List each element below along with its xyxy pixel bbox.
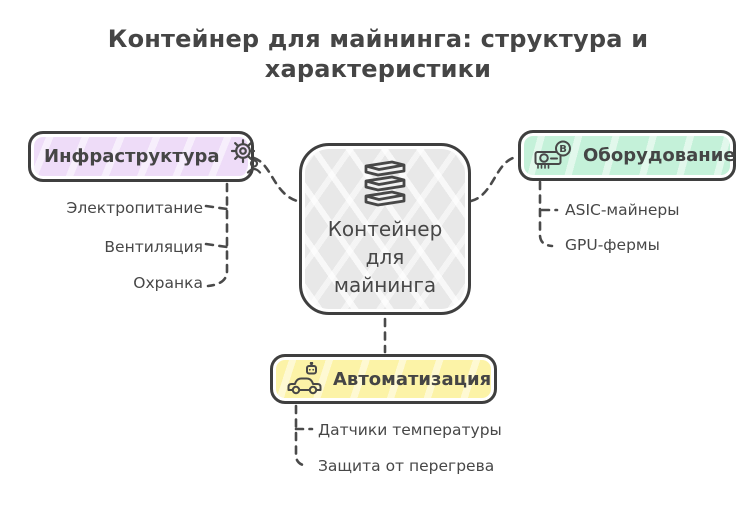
container-stack-icon <box>364 160 406 207</box>
connector-equipment-children <box>538 180 554 248</box>
leaf-overheat-protection[interactable]: Защита от перегрева <box>318 457 495 475</box>
connector-infrastructure-children <box>206 182 229 288</box>
leaf-ventilation[interactable]: Вентиляция <box>104 238 203 256</box>
leaf-gpu-farms[interactable]: GPU-фермы <box>565 236 660 254</box>
connector-automation-children <box>294 404 310 468</box>
connector-stub-ventilation <box>204 242 229 249</box>
leaf-electric-power[interactable]: Электропитание <box>66 199 203 217</box>
branch-equipment-label: Оборудование <box>583 145 736 166</box>
page-title: Контейнер для майнинга: структура и хара… <box>107 25 649 83</box>
central-label-line: Контейнер <box>327 217 443 241</box>
central-label-line: для <box>365 245 405 269</box>
branch-automation[interactable]: Автоматизация <box>270 354 497 404</box>
branch-infrastructure[interactable]: Инфраструктура <box>28 131 261 182</box>
gear-person-icon <box>230 139 261 174</box>
central-label-line: майнинга <box>333 273 437 297</box>
leaf-temperature-sensors[interactable]: Датчики температуры <box>318 421 502 439</box>
gpu-bitcoin-icon: B <box>534 140 571 169</box>
central-node[interactable]: Контейнер для майнинга <box>299 143 471 315</box>
leaf-security[interactable]: Охранка <box>133 274 203 292</box>
connector-center-equipment <box>469 155 518 203</box>
branch-equipment[interactable]: B Оборудование <box>518 130 736 181</box>
svg-text:B: B <box>559 144 567 155</box>
branch-automation-label: Автоматизация <box>333 368 492 390</box>
connector-stub-electro <box>204 204 229 211</box>
branch-infrastructure-label: Инфраструктура <box>44 146 220 167</box>
leaf-asic-miners[interactable]: ASIC-майнеры <box>565 201 680 219</box>
robot-car-icon <box>287 362 322 395</box>
central-node-label: Контейнер для майнинга <box>328 215 443 299</box>
